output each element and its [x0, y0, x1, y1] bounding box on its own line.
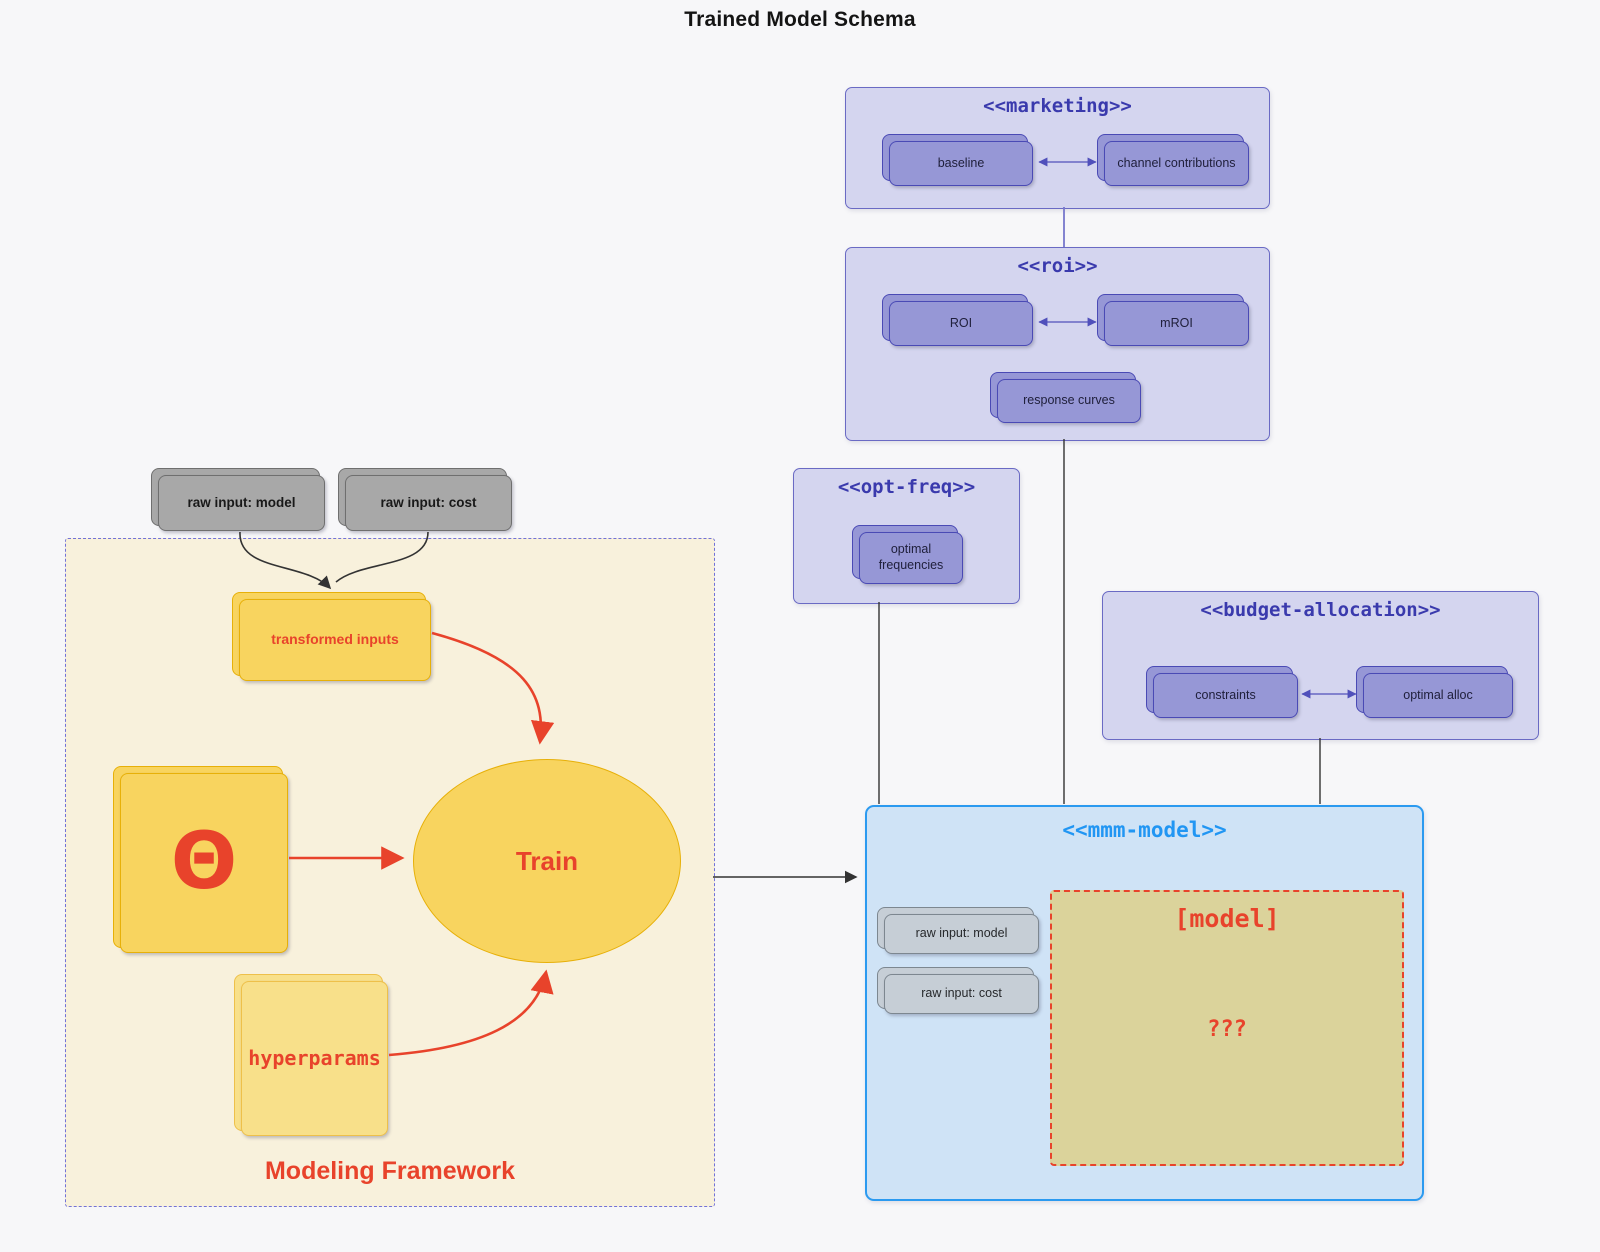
node-response-curves-label: response curves [997, 379, 1141, 423]
cluster-modeling-framework-label: Modeling Framework [264, 1157, 516, 1185]
node-response-curves: response curves [990, 372, 1141, 423]
node-raw-input-model: raw input: model [151, 468, 325, 531]
node-mroi-label: mROI [1104, 301, 1249, 346]
node-baseline-label: baseline [889, 141, 1033, 186]
node-channel-contributions-label: channel contributions [1104, 141, 1249, 186]
node-raw-input-cost-inner-label: raw input: cost [884, 974, 1039, 1014]
node-optimal-frequencies: optimal frequencies [852, 525, 963, 584]
node-raw-input-cost-inner: raw input: cost [877, 967, 1039, 1014]
node-roi-label: ROI [889, 301, 1033, 346]
cluster-modeling-framework: Modeling Framework transformed inputs Θ … [65, 538, 715, 1207]
cluster-opt-freq: <<opt-freq>> optimal frequencies [793, 468, 1020, 604]
node-raw-input-model-label: raw input: model [158, 475, 325, 531]
model-placeholder-title: [model] [1174, 904, 1280, 933]
node-train: Train [413, 759, 681, 963]
node-hyperparams: hyperparams [234, 974, 388, 1136]
node-hyperparams-label: hyperparams [241, 981, 388, 1136]
node-transformed-inputs: transformed inputs [232, 592, 431, 681]
node-baseline: baseline [882, 134, 1033, 186]
node-theta: Θ [113, 766, 288, 953]
node-transformed-inputs-label: transformed inputs [239, 599, 431, 681]
cluster-roi-title: <<roi>> [1017, 255, 1098, 277]
node-raw-input-model-inner: raw input: model [877, 907, 1039, 954]
node-constraints-label: constraints [1153, 673, 1298, 718]
node-constraints: constraints [1146, 666, 1298, 718]
model-placeholder-question: ??? [1207, 1017, 1247, 1042]
node-mroi: mROI [1097, 294, 1249, 346]
cluster-mmm-model-title: <<mmm-model>> [1062, 818, 1227, 842]
node-model-placeholder: [model] ??? [1050, 890, 1404, 1166]
node-roi: ROI [882, 294, 1033, 346]
node-optimal-alloc-label: optimal alloc [1363, 673, 1513, 718]
cluster-budget-allocation: <<budget-allocation>> constraints optima… [1102, 591, 1539, 740]
cluster-mmm-model: <<mmm-model>> raw input: model raw input… [865, 805, 1424, 1201]
cluster-opt-freq-title: <<opt-freq>> [837, 476, 976, 498]
node-optimal-frequencies-label: optimal frequencies [859, 532, 963, 584]
node-optimal-alloc: optimal alloc [1356, 666, 1513, 718]
node-raw-input-cost-label: raw input: cost [345, 475, 512, 531]
cluster-marketing: <<marketing>> baseline channel contribut… [845, 87, 1270, 209]
cluster-marketing-title: <<marketing>> [983, 95, 1132, 117]
node-train-label: Train [515, 845, 579, 876]
cluster-budget-allocation-title: <<budget-allocation>> [1200, 599, 1441, 621]
node-raw-input-model-inner-label: raw input: model [884, 914, 1039, 954]
node-channel-contributions: channel contributions [1097, 134, 1249, 186]
node-raw-input-cost: raw input: cost [338, 468, 512, 531]
page-title: Trained Model Schema [684, 8, 916, 31]
cluster-roi: <<roi>> ROI mROI response curves [845, 247, 1270, 441]
node-theta-label: Θ [120, 773, 288, 953]
